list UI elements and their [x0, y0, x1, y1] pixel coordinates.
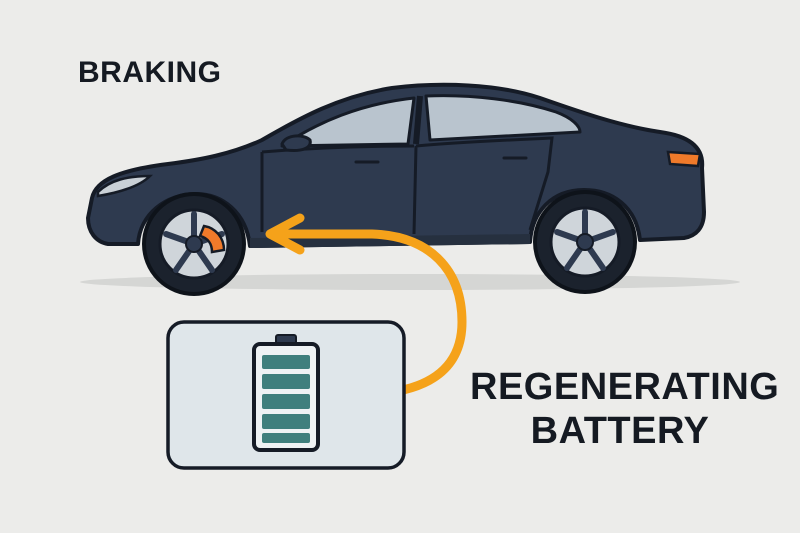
energy-flow-arrow-icon: [265, 213, 467, 399]
battery-icon: [252, 334, 320, 452]
battery-panel: [166, 320, 406, 470]
car-headlight: [96, 174, 154, 198]
car-icon: [86, 82, 706, 296]
battery-cell: [262, 433, 310, 443]
battery-cell: [262, 374, 310, 389]
regenerating-battery-label: REGENERATING BATTERY: [470, 366, 780, 453]
battery-cell: [262, 355, 310, 369]
brake-caliper: [198, 224, 226, 254]
front-wheel: [142, 192, 246, 296]
arrow-head: [265, 213, 305, 255]
car-tail-light: [666, 150, 702, 168]
regenerating-text: REGENERATING: [470, 366, 780, 408]
battery-cell: [262, 394, 310, 409]
rear-wheel: [533, 190, 637, 294]
braking-label: BRAKING: [78, 56, 222, 89]
battery-text: BATTERY: [530, 409, 710, 452]
arrow-curve: [277, 229, 467, 399]
car-door-front: [260, 144, 415, 232]
car-window-rear: [424, 94, 582, 142]
car-door-rear: [412, 136, 554, 235]
car-side-mirror: [280, 134, 312, 152]
car-window-pillar: [413, 95, 423, 145]
battery-cell: [262, 414, 310, 429]
